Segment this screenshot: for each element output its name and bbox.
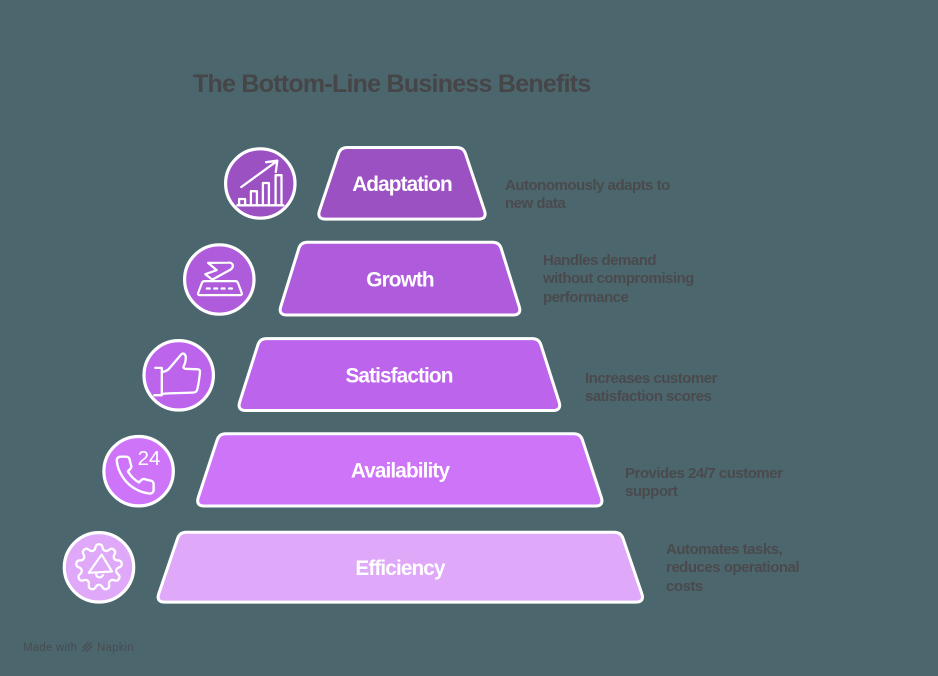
svg-text:Satisfaction: Satisfaction [345,364,452,387]
svg-text:Availability: Availability [351,460,451,483]
svg-text:Efficiency: Efficiency [355,557,446,580]
svg-text:Growth: Growth [366,268,434,291]
svg-text:24: 24 [138,447,161,470]
svg-text:Adaptation: Adaptation [352,173,452,196]
